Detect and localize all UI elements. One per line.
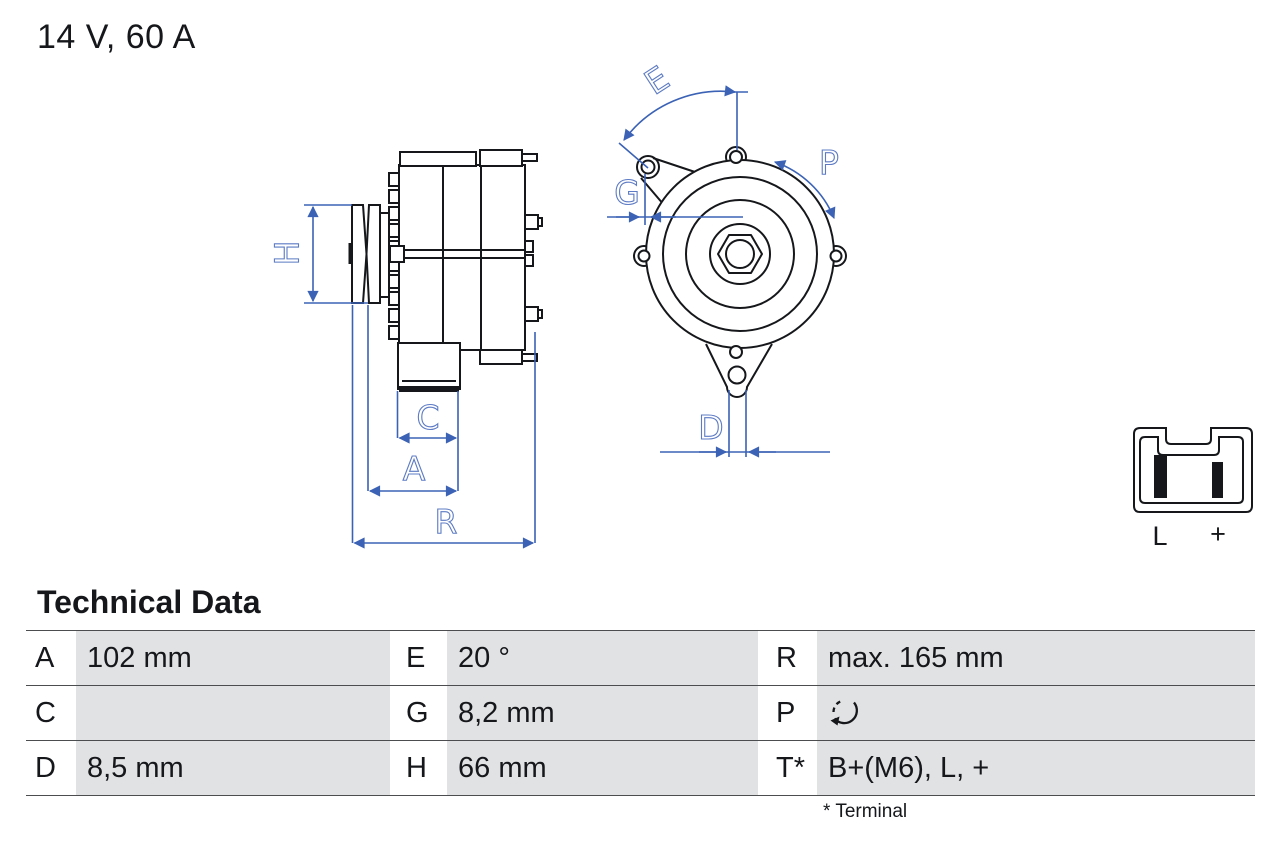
pulley: [351, 204, 390, 304]
lug-holes: [637, 150, 843, 385]
mounting-foot: [397, 342, 461, 392]
connector-pin-plus-label: +: [1210, 519, 1226, 549]
param-value-g: 8,2 mm: [447, 686, 758, 740]
shaft-end: [725, 239, 755, 269]
connector-pin-l-label: L: [1152, 521, 1167, 551]
param-value-d: 8,5 mm: [76, 741, 390, 795]
param-label-e: E: [390, 631, 447, 685]
page-title-rating: 14 V, 60 A: [37, 18, 196, 56]
param-value-t: B+(M6), L, +: [817, 741, 1255, 795]
table-row: D 8,5 mm H 66 mm T* B+(M6), L, +: [26, 741, 1255, 796]
param-value-c: [76, 686, 390, 740]
extension-lines: [351, 305, 536, 543]
connector-outline: [1133, 427, 1253, 513]
param-label-p: P: [758, 686, 817, 740]
dimension-label-c: C: [416, 398, 439, 437]
param-label-r: R: [758, 631, 817, 685]
dimension-label-r: R: [435, 502, 458, 541]
param-value-r: max. 165 mm: [817, 631, 1255, 685]
table-row: A 102 mm E 20 ° R max. 165 mm: [26, 631, 1255, 686]
dimension-p-rotation-arc: [773, 160, 836, 220]
dimension-d: [660, 390, 830, 458]
technical-drawing: H C A R E G P D L +: [267, 58, 1253, 551]
param-label-d: D: [26, 741, 76, 795]
dimension-label-g: G: [614, 173, 640, 212]
alternator-side-view: [348, 149, 543, 392]
dimension-h: [304, 204, 368, 304]
rotation-direction-icon: [830, 699, 859, 726]
connector-pin-l: [1154, 455, 1167, 498]
dimension-g: [607, 174, 743, 225]
param-label-c: C: [26, 686, 76, 740]
connector-pin-plus: [1212, 462, 1223, 498]
dimension-e: [618, 85, 748, 169]
param-value-e: 20 °: [447, 631, 758, 685]
dimension-label-p: P: [819, 143, 839, 182]
technical-data-heading: Technical Data: [37, 584, 261, 620]
terminal-footnote: * Terminal: [823, 801, 908, 822]
dimension-label-a: A: [403, 449, 426, 488]
param-value-a: 102 mm: [76, 631, 390, 685]
param-label-a: A: [26, 631, 76, 685]
param-label-t: T*: [758, 741, 817, 795]
alternator-front-view: [633, 146, 847, 398]
param-label-g: G: [390, 686, 447, 740]
dimension-label-e: E: [637, 58, 676, 102]
param-value-p: [817, 686, 1255, 740]
housing: [389, 149, 543, 365]
param-value-h: 66 mm: [447, 741, 758, 795]
dimension-label-h: H: [268, 241, 307, 266]
connector-diagram: L +: [1133, 427, 1253, 551]
param-label-h: H: [390, 741, 447, 795]
dimension-label-d: D: [698, 408, 723, 447]
table-row: C G 8,2 mm P: [26, 686, 1255, 741]
technical-data-table: A 102 mm E 20 ° R max. 165 mm C G 8,2 mm…: [26, 630, 1255, 796]
